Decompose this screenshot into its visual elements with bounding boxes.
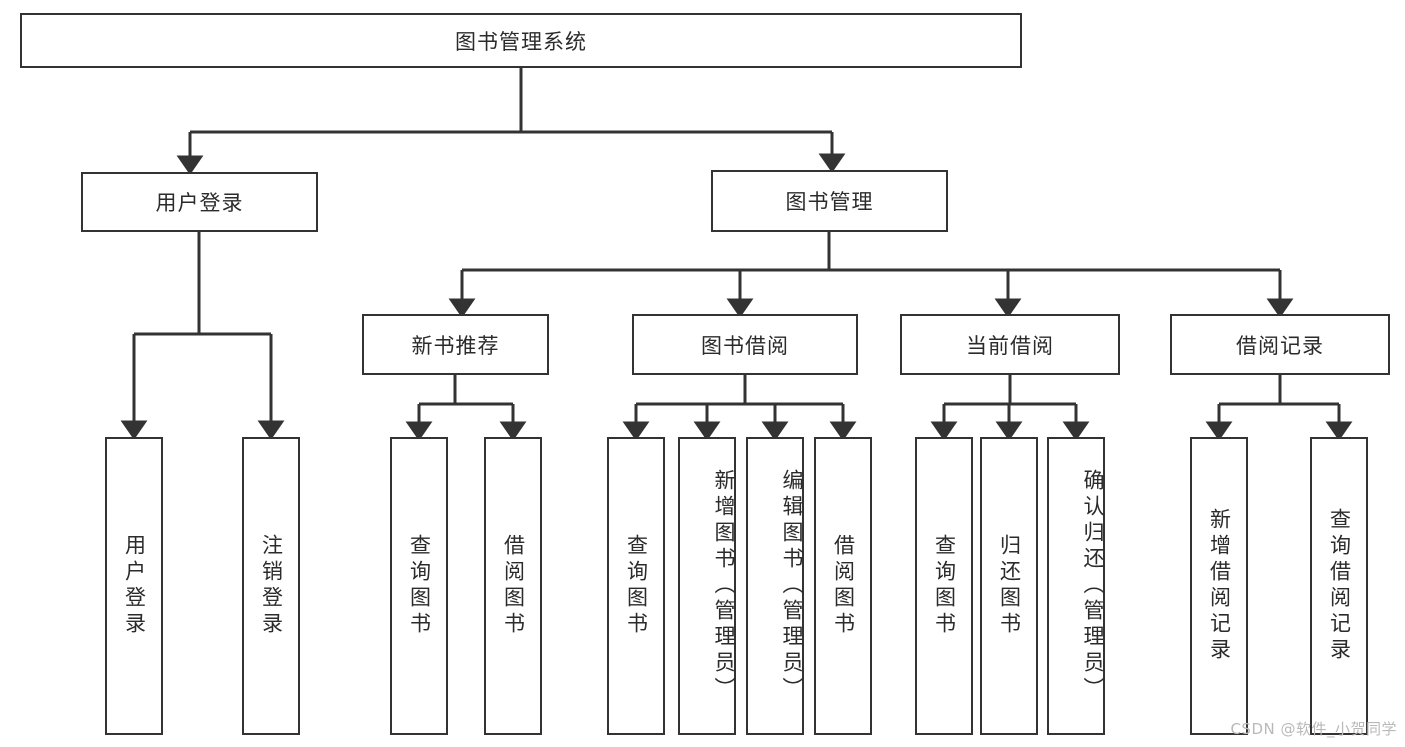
node-borrow-records[interactable]: 借阅记录 — [1170, 314, 1390, 375]
leaf-borrow-book[interactable]: 借阅图书 — [814, 437, 872, 735]
leaf-query-borrow-record[interactable]: 查询借阅记录 — [1310, 437, 1368, 735]
node-book-borrow[interactable]: 图书借阅 — [632, 314, 858, 375]
node-root[interactable]: 图书管理系统 — [20, 13, 1022, 68]
leaf-borrow-book-recommend[interactable]: 借阅图书 — [484, 437, 542, 735]
leaf-query-book-borrow[interactable]: 查询图书 — [607, 437, 665, 735]
node-current-borrow[interactable]: 当前借阅 — [900, 314, 1120, 375]
leaf-edit-book-admin[interactable]: 编辑图书（管理员） — [746, 437, 804, 735]
leaf-query-book-recommend[interactable]: 查询图书 — [390, 437, 448, 735]
node-new-book-recommend[interactable]: 新书推荐 — [362, 314, 549, 375]
node-user-login[interactable]: 用户登录 — [81, 172, 318, 232]
leaf-add-book-admin[interactable]: 新增图书（管理员） — [678, 437, 736, 735]
leaf-confirm-return-admin[interactable]: 确认归还（管理员） — [1047, 437, 1105, 735]
node-book-management[interactable]: 图书管理 — [711, 170, 948, 232]
leaf-add-borrow-record[interactable]: 新增借阅记录 — [1190, 437, 1248, 735]
leaf-user-login[interactable]: 用户登录 — [105, 437, 163, 735]
csdn-watermark: CSDN @软件_小贺同学 — [1230, 720, 1397, 738]
leaf-return-book[interactable]: 归还图书 — [980, 437, 1038, 735]
leaf-query-book-current[interactable]: 查询图书 — [915, 437, 973, 735]
leaf-user-logout[interactable]: 注销登录 — [242, 437, 300, 735]
